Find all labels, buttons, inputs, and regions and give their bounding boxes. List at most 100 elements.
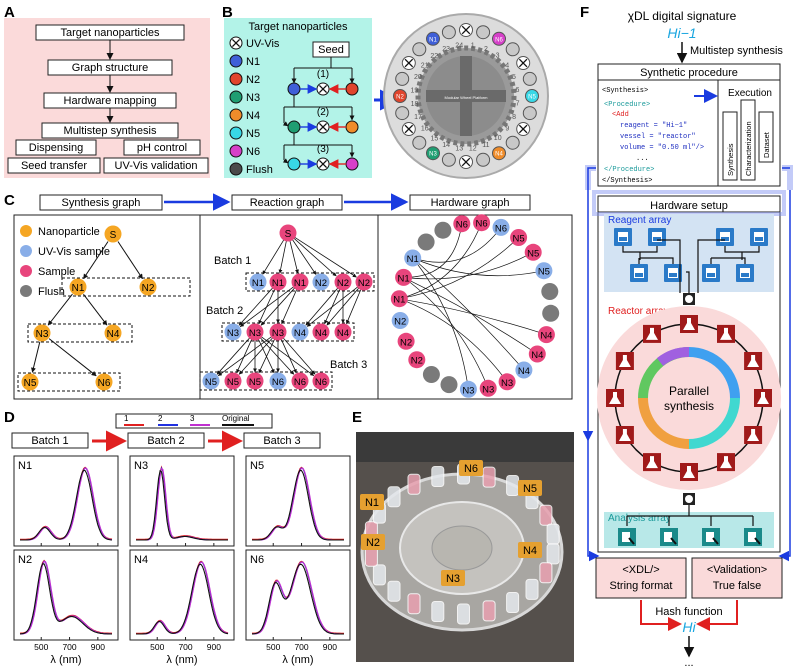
panel-label-a: A [4,4,15,21]
rx-node-rx_row1-4 [334,273,352,291]
rx-node-rx_row2-5 [334,323,352,341]
rx-label-rx_row1-1: N1 [272,278,284,289]
plot-3-xlabel: λ (nm) [50,654,81,666]
hw-label-12: N3 [501,378,513,389]
batch-box-1 [61,277,191,297]
syn-label-n6: N6 [98,378,111,389]
plot-5-xlabel: λ (nm) [282,654,313,666]
vial-14 [506,592,520,613]
hw-label-21: N1 [398,273,410,284]
photo-label-n5: N5 [523,483,537,495]
wheel-slot-20 [395,71,410,86]
plot-4-xtick-2: 900 [207,642,221,652]
panel-f: χDL digital signature Hi−1 Multistep syn… [582,9,793,668]
wheel-slot-18 [395,106,410,121]
validation-label: <Validation> [707,564,767,576]
sub-box-seed [7,157,101,174]
vial-9 [539,504,553,526]
reagent-array-label: Reagent array [608,215,671,226]
rx-node-s [279,224,297,242]
syn-label-n5: N5 [24,378,37,389]
flow-node-n5 [287,157,301,171]
legend-swatch-n5 [229,126,243,140]
xdl-format: String format [610,580,673,592]
batch-header-0: Batch 1 [31,435,68,447]
code-line-5: vessel = "reactor" [620,133,696,141]
wheel-center-label: Modular Wheel Platform [445,95,489,100]
sub-ph-control: pH control [137,142,187,154]
sub-box-ph [123,139,201,156]
exec-box-2 [758,111,774,163]
flow-node-n4 [345,120,359,134]
hw-label-4: N5 [513,234,525,245]
plot-5-xtick-2: 900 [323,642,337,652]
legend-dot-nanoparticle [20,225,32,237]
flow-node-n3 [287,120,301,134]
wheel-slot-16 [412,135,427,150]
hw-label-19: N2 [394,317,406,328]
legend-dot-sample [20,265,32,277]
xdl-code: <Synthesis> <Procedure> <Add reagent = "… [602,87,704,185]
legend-label-n5: N5 [246,128,260,140]
vial-11 [546,543,560,565]
wheel-slot-2 [476,25,491,40]
reactor-array-label: Reactor array [608,306,669,317]
legend-label-uvvis: UV-Vis [246,38,280,50]
hw-node-0 [434,221,452,239]
hw-label-17: N2 [411,356,423,367]
wheel-slot-label-n3: N3 [429,152,437,158]
rx-node-rx_row2-1 [246,323,264,341]
spectra-plots: N1500700900N3500700900N5500700900N250070… [13,455,351,666]
hw-node-19 [391,312,409,329]
rx-label-rx_row3-4: N6 [294,377,306,388]
syn-label-n3: N3 [36,329,49,340]
hw-node-11 [515,361,533,379]
legend-label-n4: N4 [246,110,260,122]
vial-18 [407,593,421,615]
c-header-box-2 [231,194,343,211]
hw-node-16 [422,366,440,383]
syn-node-n2 [139,278,157,296]
sub-box-uvvis [103,157,209,174]
legend-swatch-n6 [229,144,243,158]
wheel-number-23: 23 [442,46,450,53]
legend-swatch-flush [229,162,243,176]
batch-header-2: Batch 3 [263,435,300,447]
legend-swatch-n3 [229,90,243,104]
reactor-array-bg [597,306,781,490]
syn-node-s [104,225,122,243]
rx-label-rx_row2-1: N3 [249,328,261,339]
flow-step-2: (2) [317,107,329,118]
spectrum-1-series-3 [136,469,228,541]
code-line-9: </Synthesis> [602,177,652,185]
vial-17 [431,601,445,622]
panel-label-c: C [4,192,15,209]
batch-box-2 [27,323,133,343]
wheel-number-9: 9 [505,126,509,133]
hardware-setup-title: Hardware setup [650,200,728,212]
photo-label-n6: N6 [464,463,478,475]
wheel-number-16: 16 [421,126,429,133]
vial-13 [525,578,539,600]
legend-label-flush: Flush [246,164,273,176]
spectrum-5-series-3 [252,563,344,635]
series-legend-label-1: 2 [158,414,163,423]
spectrum-0-series-3 [20,469,113,541]
plot-3-xtick-2: 900 [91,642,105,652]
validation-format: True false [713,580,762,592]
legend-label-n2: N2 [246,74,260,86]
wheel-number-14: 14 [442,142,450,149]
exec-box-0 [722,111,738,181]
legend-text-sample: Sample [38,266,75,278]
plot-frame-4 [129,549,235,641]
panel-label-b: B [222,4,233,21]
plot-label-2: N5 [250,460,264,472]
wheel-slot-label-n6: N6 [495,37,503,43]
